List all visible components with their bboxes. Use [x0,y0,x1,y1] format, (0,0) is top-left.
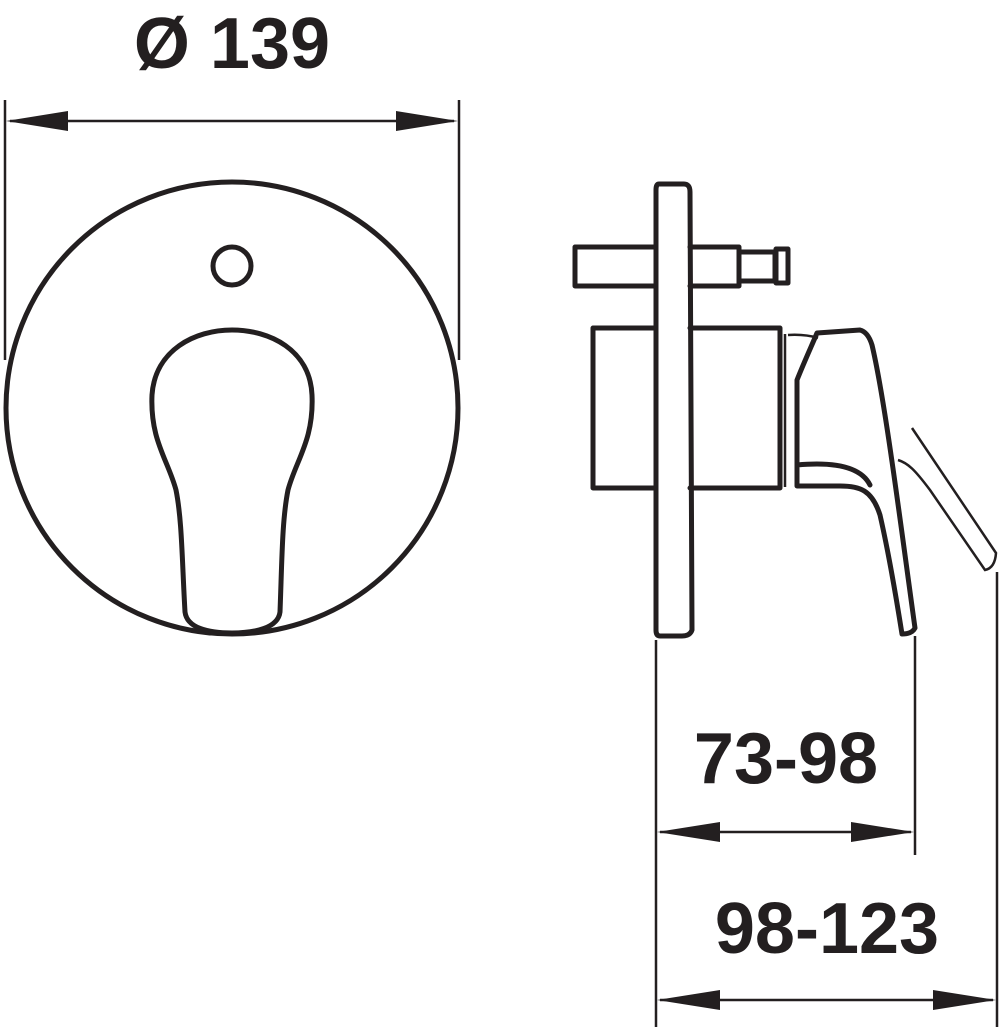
wall-plate [653,181,695,639]
diameter-dimension: Ø 139 [3,4,461,360]
diverter-knob-outline [210,244,254,288]
inner-depth-label: 73-98 [694,719,878,799]
outer-depth-label: 98-123 [715,889,939,969]
lever-handle-outline [149,327,315,636]
lever-side-outline [794,327,918,637]
side-view [572,181,998,639]
valve-body [590,325,783,491]
lever-alternate-position [897,427,998,572]
diverter-rod [572,244,791,289]
cover-plate-outline [3,179,461,637]
diameter-label: Ø 139 [134,4,330,84]
front-view [3,179,461,637]
depth-dimensions: 73-98 98-123 [654,572,999,1027]
